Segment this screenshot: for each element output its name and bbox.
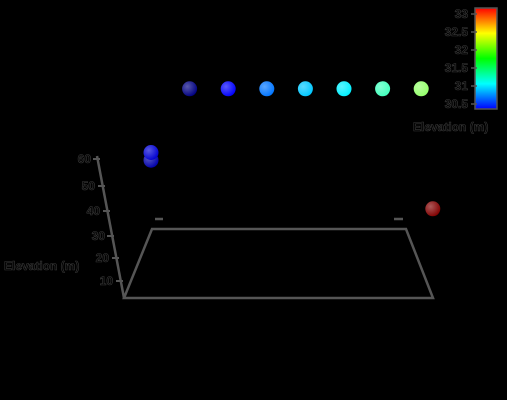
data-point-highlight bbox=[425, 201, 441, 217]
colorbar-gradient bbox=[474, 7, 498, 110]
floor-outline bbox=[122, 227, 435, 300]
data-point-highlight bbox=[336, 81, 352, 97]
data-point-highlight bbox=[220, 81, 236, 97]
points-layer bbox=[143, 81, 441, 217]
z-tick-label: 30 bbox=[92, 229, 106, 243]
colorbar-tick-label: 33 bbox=[455, 7, 469, 21]
z-tick-label: 10 bbox=[100, 274, 114, 288]
colorbar-tick-label: 32 bbox=[455, 43, 469, 57]
data-point-highlight bbox=[375, 81, 391, 97]
z-axis-title: Elevation (m) bbox=[4, 259, 79, 273]
z-tick-label: 50 bbox=[82, 179, 96, 193]
colorbar-tick-label: 32.5 bbox=[445, 25, 469, 39]
z-tick-label: 60 bbox=[78, 152, 92, 166]
data-point-highlight bbox=[297, 81, 313, 97]
z-tick-label: 20 bbox=[96, 251, 110, 265]
data-point-highlight bbox=[182, 81, 198, 97]
colorbar-ticks: 30.5 31 31.5 32 32.5 33 bbox=[444, 7, 477, 111]
z-tick-label: 40 bbox=[87, 204, 101, 218]
colorbar-tick-label: 31 bbox=[455, 79, 469, 93]
data-point-highlight bbox=[259, 81, 275, 97]
data-point-highlight bbox=[143, 145, 159, 160]
z-axis-line bbox=[95, 155, 126, 299]
colorbar-tick-label: 30.5 bbox=[445, 97, 469, 111]
colorbar-tick-label: 31.5 bbox=[445, 61, 469, 75]
colorbar: 30.5 31 31.5 32 32.5 33 Elevation (m) bbox=[413, 7, 498, 134]
z-axis-ticks: 60 50 40 30 20 10 bbox=[77, 152, 123, 288]
data-point-highlight bbox=[413, 81, 429, 97]
colorbar-title: Elevation (m) bbox=[413, 120, 488, 134]
